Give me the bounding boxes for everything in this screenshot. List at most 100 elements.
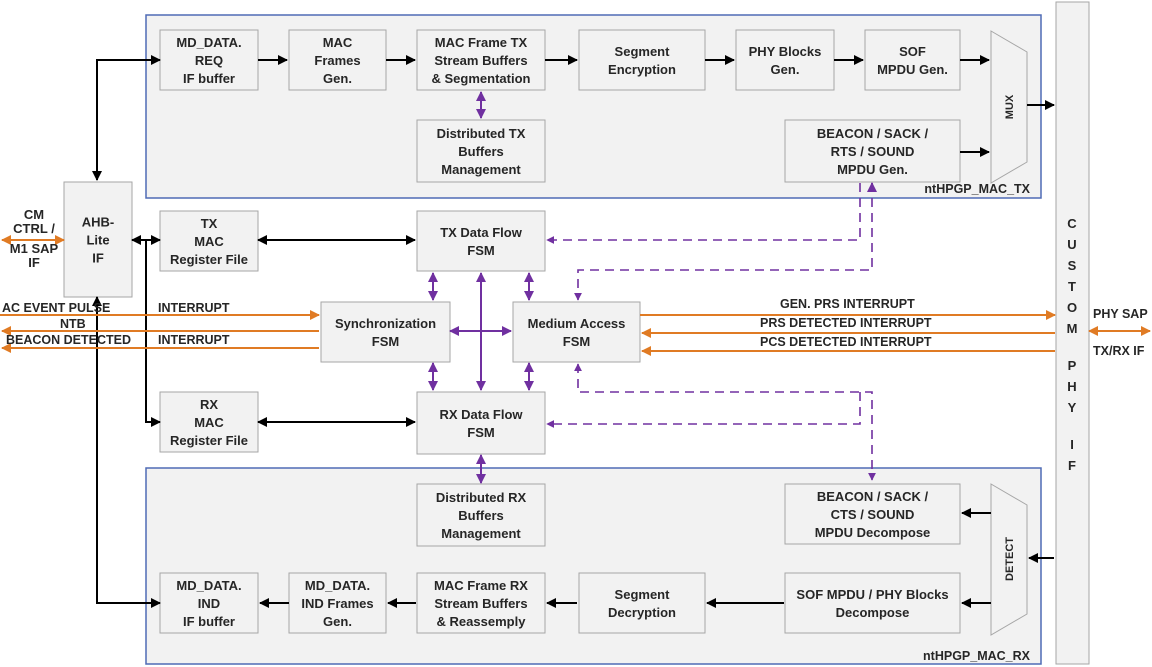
md-data-req-label-line: REQ: [195, 53, 223, 68]
rx-data-flow-fsm-label-line: FSM: [467, 425, 494, 440]
md-data-ind-label-line: IND: [198, 596, 220, 611]
distributed-rx-label-line: Distributed RX: [436, 490, 527, 505]
sof-mpdu-gen-label-line: MPDU Gen.: [877, 62, 948, 77]
sof-decompose-label-line: Decompose: [836, 605, 910, 620]
pcs-detected-interrupt-label: PCS DETECTED INTERRUPT: [760, 335, 932, 349]
mux-block: [990, 30, 1028, 184]
mux-label: MUX: [1004, 94, 1016, 119]
mac-frames-gen-label-line: MAC: [323, 35, 353, 50]
rx-register-file-label-line: MAC: [194, 415, 224, 430]
tx-register-file-label-line: MAC: [194, 234, 224, 249]
custom-phy-if-letter: S: [1068, 258, 1077, 273]
mac-frame-tx-label-line: & Segmentation: [432, 71, 531, 86]
sof-mpdu-gen-label-line: SOF: [899, 44, 926, 59]
mac-frame-tx-block: MAC Frame TX Stream Buffers & Segmentation: [416, 29, 546, 91]
md-data-ind-label-line: MD_DATA.: [176, 578, 241, 593]
tx-section-label: ntHPGP_MAC_TX: [924, 182, 1030, 196]
rx-data-flow-fsm-label-line: RX Data Flow: [439, 407, 523, 422]
custom-phy-if-letter: C: [1067, 216, 1077, 231]
interrupt-label-2: INTERRUPT: [158, 333, 230, 347]
mac-frames-gen-label-line: Frames: [314, 53, 360, 68]
ac-event-pulse-label: AC EVENT PULSE: [2, 301, 110, 315]
mac-frame-rx-label-line: & Reassemply: [437, 614, 527, 629]
mac-frame-rx-label-line: MAC Frame RX: [434, 578, 528, 593]
sof-mpdu-gen-block: SOF MPDU Gen.: [864, 29, 961, 91]
segment-decryption-label-line: Decryption: [608, 605, 676, 620]
cm-ctrl-label-line: IF: [28, 255, 40, 270]
beacon-gen-label-line: RTS / SOUND: [831, 144, 915, 159]
custom-phy-if-block: [1055, 1, 1090, 665]
md-data-req-label-line: IF buffer: [183, 71, 235, 86]
custom-phy-if-letter: M: [1067, 321, 1078, 336]
custom-phy-if-letter: O: [1067, 300, 1077, 315]
detect-label: DETECT: [1004, 537, 1016, 581]
rx-register-file-label-line: Register File: [170, 433, 248, 448]
tx-rx-if-label: TX/RX IF: [1093, 344, 1145, 358]
cm-ctrl-label-line: CM: [24, 207, 44, 222]
md-data-req-block: MD_DATA. REQ IF buffer: [159, 29, 259, 91]
distributed-rx-label-line: Buffers: [458, 508, 504, 523]
rx-register-file-block: RX MAC Register File: [159, 391, 259, 453]
ahb-lite-if-label-line: AHB-: [82, 215, 115, 230]
md-data-ind-frames-label-line: MD_DATA.: [305, 578, 370, 593]
phys-gen-block-label-line: Gen.: [771, 62, 800, 77]
medium-access-fsm-label-line: FSM: [563, 334, 590, 349]
tx-data-flow-fsm-label-line: FSM: [467, 243, 494, 258]
cm-ctrl-label-line: CTRL /: [13, 221, 55, 236]
beacon-detected-label: BEACON DETECTED: [6, 333, 131, 347]
mac-frames-gen-label-line: Gen.: [323, 71, 352, 86]
synchronization-fsm-label-line: FSM: [372, 334, 399, 349]
beacon-decompose-label-line: CTS / SOUND: [831, 507, 915, 522]
custom-phy-if-letter: U: [1067, 237, 1076, 252]
mac-frame-tx-label-line: Stream Buffers: [434, 53, 527, 68]
beacon-gen-block: BEACON / SACK / RTS / SOUND MPDU Gen.: [784, 119, 961, 183]
segment-decryption-label-line: Segment: [615, 587, 671, 602]
mac-frame-rx-block: MAC Frame RX Stream Buffers & Reassemply: [416, 572, 546, 634]
custom-phy-if-letter: I: [1070, 437, 1074, 452]
md-data-req-label-line: MD_DATA.: [176, 35, 241, 50]
mac-frame-rx-label-line: Stream Buffers: [434, 596, 527, 611]
tx-data-flow-fsm-label-line: TX Data Flow: [440, 225, 523, 240]
beacon-decompose-label-line: BEACON / SACK /: [817, 489, 929, 504]
distributed-tx-label-line: Distributed TX: [437, 126, 526, 141]
medium-access-fsm-label-line: Medium Access: [528, 316, 626, 331]
tx-register-file-label-line: Register File: [170, 252, 248, 267]
interrupt-label-1: INTERRUPT: [158, 301, 230, 315]
beacon-gen-label-line: MPDU Gen.: [837, 162, 908, 177]
ntb-label: NTB: [60, 317, 86, 331]
custom-phy-if-letter: F: [1068, 458, 1076, 473]
beacon-decompose-block: BEACON / SACK / CTS / SOUND MPDU Decompose: [784, 483, 961, 545]
ahb-lite-if-label-line: Lite: [86, 233, 109, 248]
synchronization-fsm-label-line: Synchronization: [335, 316, 436, 331]
beacon-gen-label-line: BEACON / SACK /: [817, 126, 929, 141]
cm-ctrl-label-line: M1 SAP: [10, 241, 59, 256]
phy-sap-label: PHY SAP: [1093, 307, 1148, 321]
custom-phy-if-letter: T: [1068, 279, 1076, 294]
custom-phy-if-letter: H: [1067, 379, 1076, 394]
mac-frame-tx-label-line: MAC Frame TX: [435, 35, 528, 50]
beacon-decompose-label-line: MPDU Decompose: [815, 525, 931, 540]
md-data-ind-block: MD_DATA. IND IF buffer: [159, 572, 259, 634]
custom-phy-if-letter: Y: [1068, 400, 1077, 415]
rx-section-label: ntHPGP_MAC_RX: [923, 649, 1031, 663]
orange-signals: [0, 235, 1151, 356]
rx-register-file-label-line: RX: [200, 397, 218, 412]
md-data-ind-label-line: IF buffer: [183, 614, 235, 629]
distributed-rx-label-line: Management: [441, 526, 521, 541]
gen-prs-interrupt-label: GEN. PRS INTERRUPT: [780, 297, 915, 311]
prs-detected-interrupt-label: PRS DETECTED INTERRUPT: [760, 316, 932, 330]
segment-encryption-label-line: Encryption: [608, 62, 676, 77]
distributed-tx-label-line: Management: [441, 162, 521, 177]
